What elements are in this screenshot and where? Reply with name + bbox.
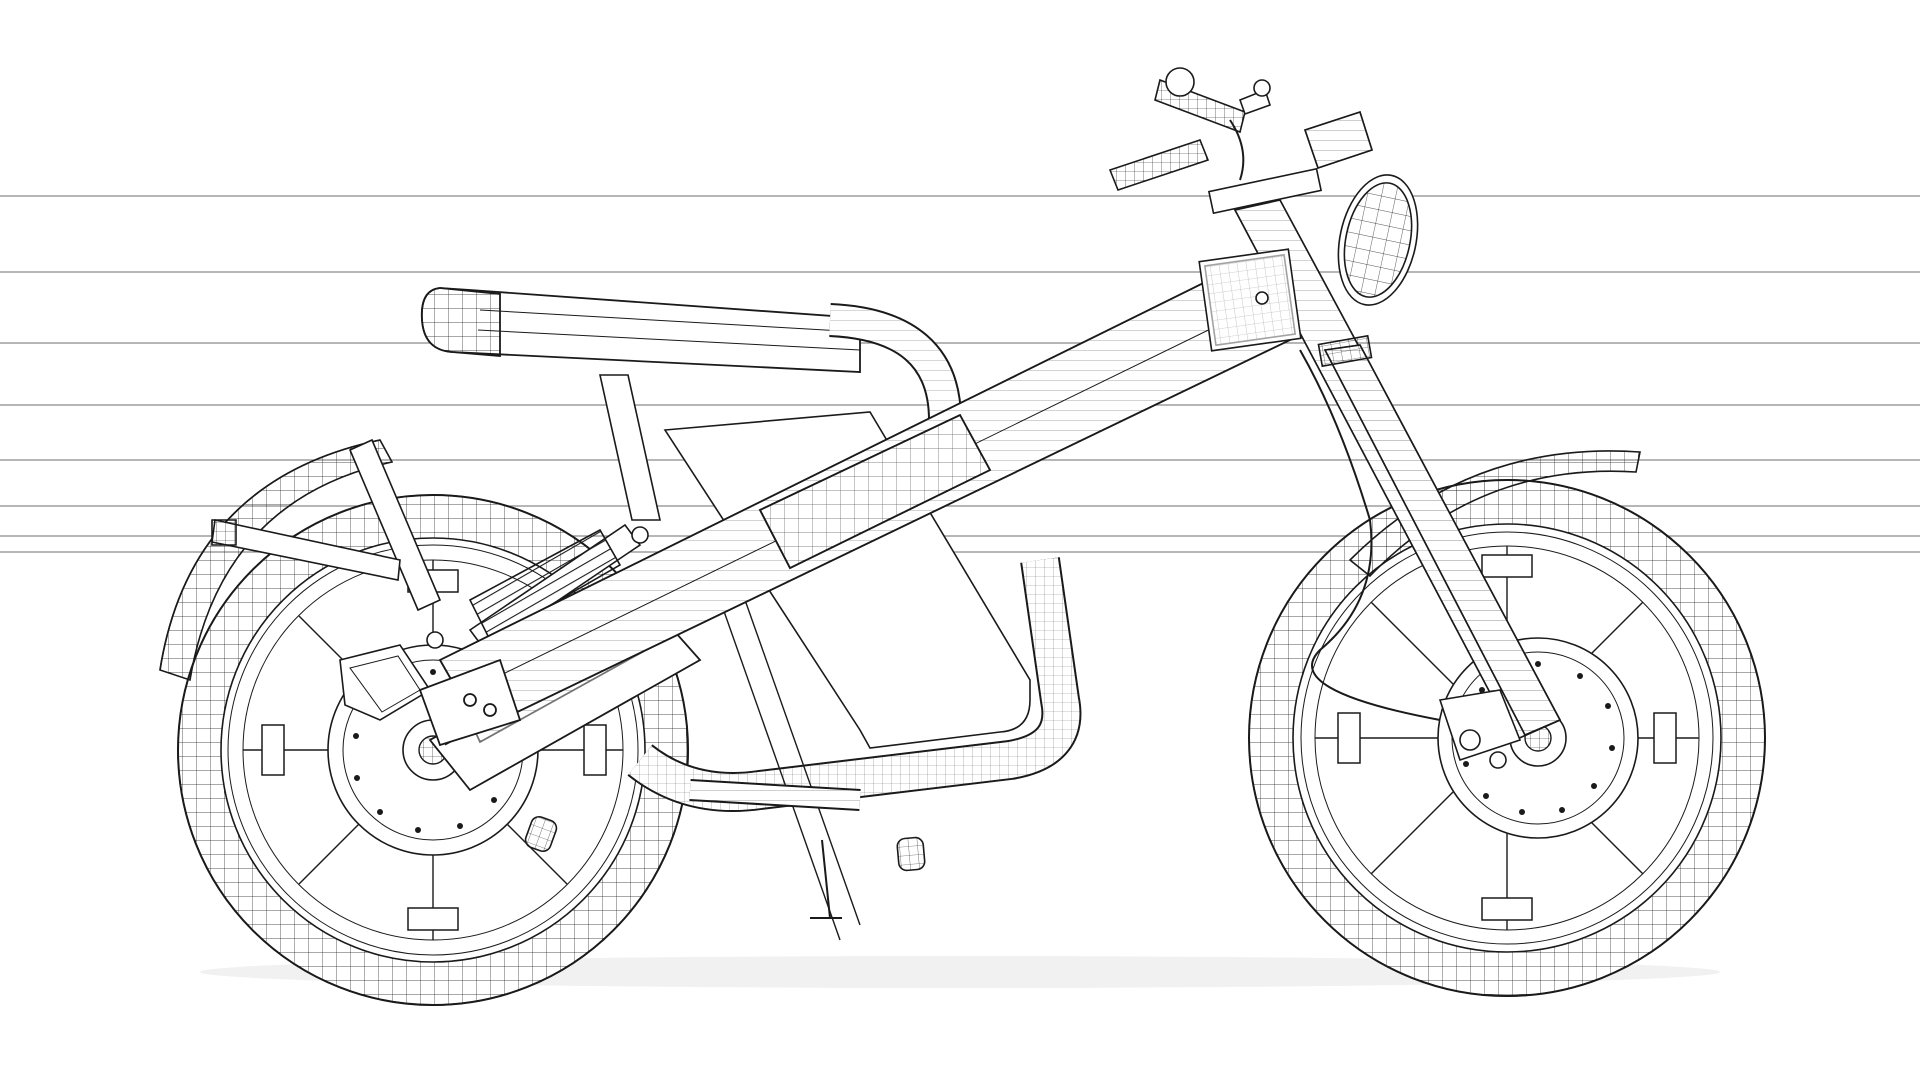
main-frame-beam (418, 258, 1292, 747)
front-fork (1233, 199, 1562, 769)
head-tube (1198, 167, 1323, 352)
kickstand (810, 839, 842, 919)
rear-wheel (177, 494, 689, 1006)
handlebars (1108, 67, 1272, 191)
instrument-cluster (1303, 110, 1373, 170)
subframe (211, 374, 661, 612)
footpegs (524, 815, 926, 872)
seat (420, 287, 861, 373)
headlight (1337, 174, 1419, 306)
ground-shadow (200, 956, 1720, 988)
battery-loop-frame (627, 303, 1082, 941)
